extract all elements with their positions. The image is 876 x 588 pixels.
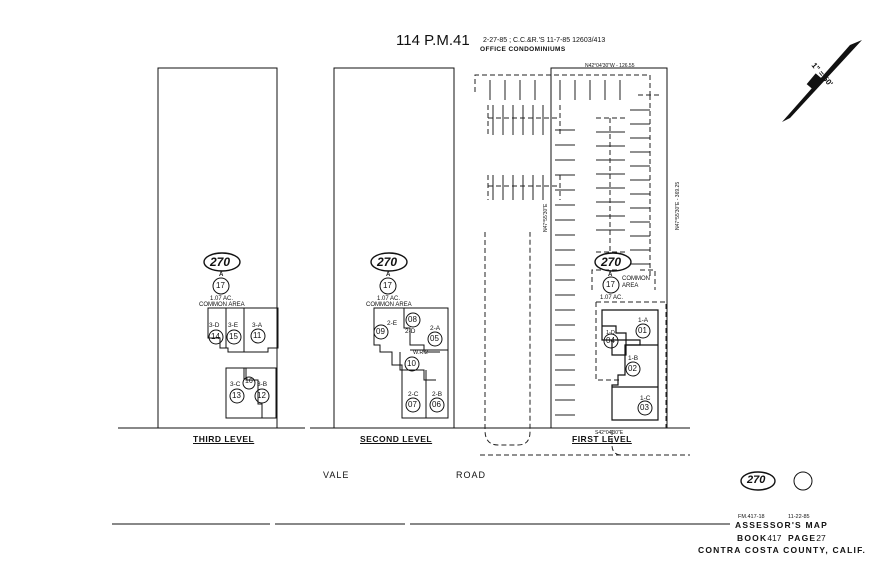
unit-number: 04 [606, 336, 615, 345]
unit-label: 2-B [432, 391, 443, 398]
unit-label: 2-A [430, 325, 441, 332]
unit-number: 16 [245, 378, 253, 385]
page-label: PAGE27 [788, 533, 826, 543]
county-label: CONTRA COSTA COUNTY, CALIF. [698, 545, 867, 555]
lot-number-first: 17 [606, 280, 615, 289]
common-area-third: COMMON AREA [199, 302, 245, 308]
legend-lot-circle [793, 471, 813, 491]
unit-label: 3-A [252, 322, 263, 329]
acreage-first: 1.07 AC. [600, 295, 624, 301]
book-label: BOOK417 [737, 533, 782, 543]
acreage-second: 1.07 AC. [377, 296, 401, 302]
map-title: ASSESSOR'S MAP [735, 520, 828, 530]
unit-number: 14 [211, 332, 220, 341]
parcel-oval-second [370, 252, 408, 272]
acreage-third: 1.07 AC. [210, 296, 234, 302]
north-boundary-bearing: N42°04'30"W - 126.55 [585, 63, 635, 69]
unit-number: 01 [638, 326, 647, 335]
unit-label: 2-D [405, 328, 416, 335]
fm-reference: FM.417-18 [738, 514, 765, 520]
road-name-road: ROAD [456, 470, 487, 480]
parcel-oval-third [203, 252, 241, 272]
lot-number-third: 17 [216, 281, 225, 290]
book-label-text: BOOK [737, 533, 768, 543]
common-area-second: COMMON AREA [366, 302, 412, 308]
map-date: 11-22-85 [788, 514, 810, 520]
legend-parcel-number: 270 [747, 474, 766, 486]
lot-letter-first: A [608, 272, 613, 278]
map-reference: 114 P.M.41 [396, 32, 470, 49]
unit-label: 1-C [640, 395, 651, 402]
south-boundary-bearing: S42°04'30"E [595, 430, 624, 436]
unit-number: 07 [408, 400, 417, 409]
unit-number: 15 [229, 332, 238, 341]
unit-label: 1-D [606, 330, 615, 336]
east-boundary-bearing: N47°55'30"E - 369.25 [675, 181, 681, 230]
unit-label: 2-E [387, 320, 398, 327]
parcel-oval-first [594, 252, 632, 272]
lot-letter-third: A [219, 272, 224, 278]
third-level-outline [157, 67, 278, 429]
unit-number: 11 [253, 331, 262, 340]
second-level-outline [333, 67, 455, 429]
parcel-number-first: 270 [601, 255, 622, 269]
unit-label: W.R.2 [413, 350, 428, 356]
level-title-second: SECOND LEVEL [360, 434, 433, 444]
level-title-third: THIRD LEVEL [193, 434, 255, 444]
page-number: 27 [816, 533, 826, 543]
unit-number: 02 [628, 364, 637, 373]
unit-label: 1-B [628, 355, 639, 362]
unit-number: 10 [407, 359, 416, 368]
lot-number-second: 17 [383, 281, 392, 290]
book-number: 417 [767, 533, 782, 543]
unit-number: 06 [432, 400, 441, 409]
unit-label: 3-D [209, 322, 220, 329]
unit-number: 08 [408, 315, 417, 324]
unit-label: 2-C [408, 391, 419, 398]
west-boundary-bearing: N47°55'30"E [543, 203, 549, 232]
recording-info: 2-27-85 ; C.C.&R.'S 11-7-85 12603/413 [483, 37, 606, 44]
unit-label: 3-E [228, 322, 239, 329]
parcel-number-third: 270 [210, 255, 231, 269]
north-arrow-icon [782, 40, 862, 122]
page-label-text: PAGE [788, 533, 817, 543]
lot-letter-second: A [386, 272, 391, 278]
unit-number: 13 [232, 391, 241, 400]
unit-number: 09 [376, 327, 385, 336]
level-title-first: FIRST LEVEL [572, 434, 632, 444]
road-name-vale: VALE [323, 470, 350, 480]
unit-number: 05 [430, 334, 439, 343]
unit-label: 3-B [257, 381, 268, 388]
map-subtitle: OFFICE CONDOMINIUMS [480, 46, 566, 53]
legend-parcel-oval [740, 471, 776, 491]
unit-label: 3-C [230, 381, 241, 388]
unit-number: 12 [257, 391, 266, 400]
unit-number: 03 [640, 403, 649, 412]
unit-label: 1-A [638, 317, 649, 324]
parcel-number-second: 270 [377, 255, 398, 269]
common-area-first: COMMON AREA [622, 276, 650, 289]
